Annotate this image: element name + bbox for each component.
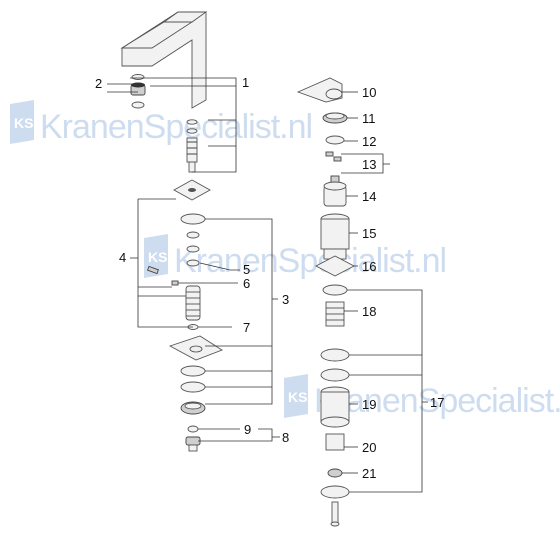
watermark-lower: KS KranenSpecialist.nl (284, 374, 560, 420)
screws-13 (325, 151, 342, 162)
callout-4: 4 (119, 250, 126, 265)
washer-stack-left (180, 365, 206, 415)
watermark-top: KS KranenSpecialist.nl (10, 100, 313, 146)
callout-9: 9 (244, 422, 251, 437)
callout-18: 18 (362, 304, 376, 319)
watermark-middle: KS KranenSpecialist.nl (144, 234, 447, 280)
callout-21: 21 (362, 466, 376, 481)
sleeve-19 (320, 386, 350, 428)
cartridge-14 (323, 175, 347, 207)
washer-17b (320, 348, 350, 382)
clip-bottom (320, 485, 350, 527)
set-screw (147, 265, 159, 275)
svg-text:KS: KS (14, 115, 33, 131)
callout-labels: 1 2 3 4 5 6 7 8 9 10 11 12 13 14 15 16 1… (95, 75, 444, 481)
callout-17: 17 (430, 395, 444, 410)
callout-14: 14 (362, 189, 376, 204)
fitting-8 (185, 436, 201, 452)
callout-20: 20 (362, 440, 376, 455)
callout-7: 7 (243, 320, 250, 335)
lever-handle (296, 77, 343, 103)
watermark-text: KranenSpecialist.nl (314, 382, 560, 420)
threaded-shank (185, 285, 201, 321)
cap-ring-11 (322, 112, 348, 124)
callout-19: 19 (362, 397, 376, 412)
base-bracket (168, 335, 223, 361)
stem-20 (325, 433, 345, 451)
leader-lines-right (341, 91, 428, 493)
nut-21 (327, 468, 343, 478)
watermark-text: KranenSpecialist.nl (174, 242, 446, 280)
callout-5: 5 (243, 262, 250, 277)
housing-15 (320, 213, 350, 260)
leader-lines-left (107, 77, 280, 442)
callout-15: 15 (362, 226, 376, 241)
callout-2: 2 (95, 76, 102, 91)
spout-connector-stack (186, 119, 198, 173)
callout-16: 16 (362, 259, 376, 274)
svg-text:KS: KS (148, 249, 167, 265)
watermark-logo: KS (10, 100, 34, 144)
callout-8: 8 (282, 430, 289, 445)
watermark-logo: KS (284, 374, 308, 418)
callout-3: 3 (282, 292, 289, 307)
callout-12: 12 (362, 134, 376, 149)
svg-text:KS: KS (288, 389, 307, 405)
callout-6: 6 (243, 276, 250, 291)
callout-13: 13 (362, 157, 376, 172)
valve-body-18 (325, 301, 345, 327)
watermark-text: KranenSpecialist.nl (40, 108, 312, 146)
small-pin (171, 280, 179, 286)
nut-9 (187, 425, 199, 433)
spout-body (120, 11, 208, 109)
callout-10: 10 (362, 85, 376, 100)
callout-11: 11 (362, 111, 376, 126)
washer-17a (322, 284, 348, 296)
mounting-plate (173, 179, 211, 201)
aerator-assembly (130, 74, 146, 109)
callout-1: 1 (242, 75, 249, 90)
seal-12 (325, 135, 345, 145)
